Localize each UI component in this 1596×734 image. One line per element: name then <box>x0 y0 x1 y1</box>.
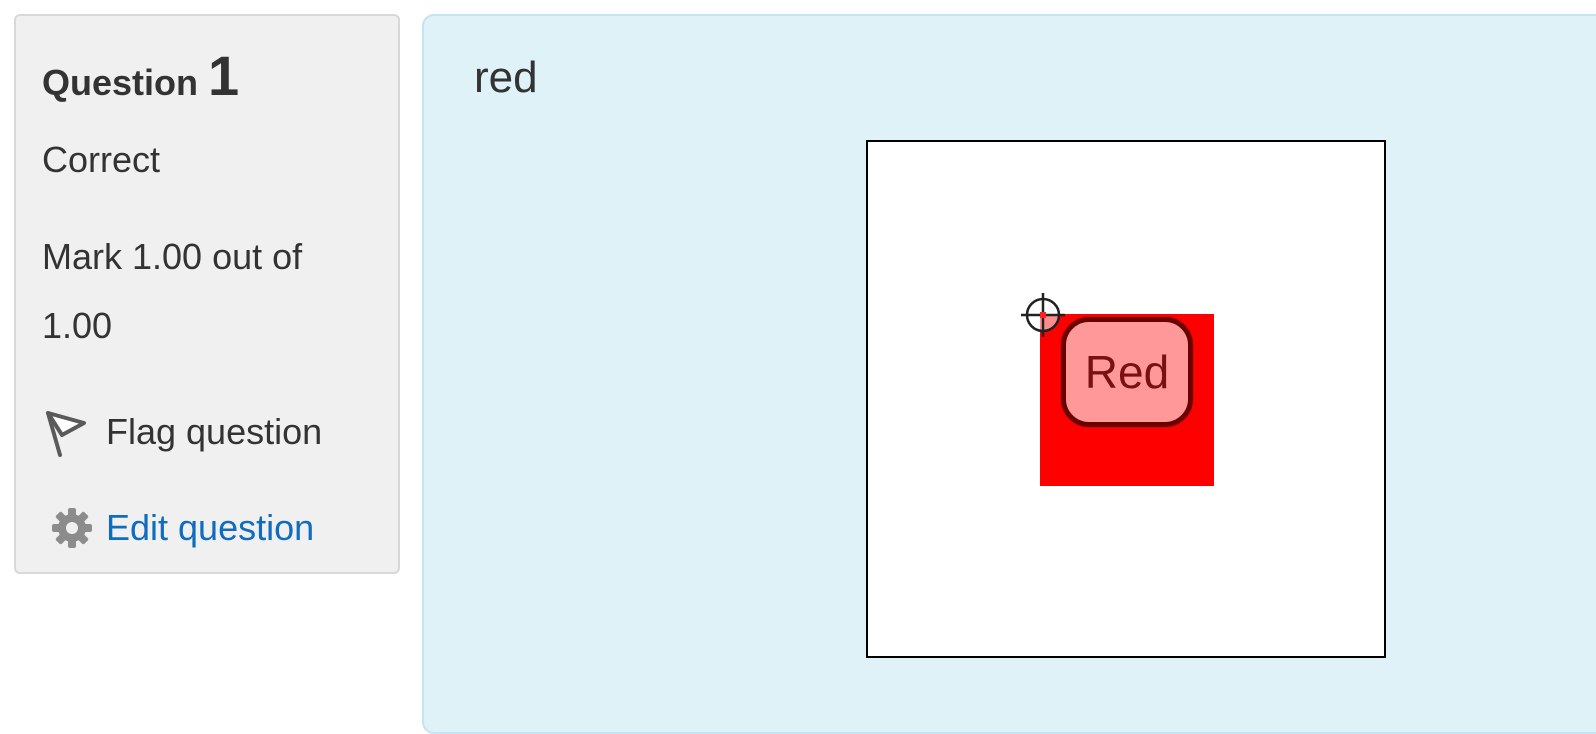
flag-question-toggle[interactable]: Flag question <box>42 402 322 462</box>
question-heading-word: Question <box>42 62 199 103</box>
drag-drop-area: Red <box>866 140 1386 658</box>
question-grade: Mark 1.00 out of 1.00 <box>42 236 303 346</box>
question-number: 1 <box>208 44 240 107</box>
edit-question-label: Edit question <box>106 507 315 548</box>
edit-question-link[interactable]: Edit question <box>50 498 314 558</box>
flag-question-label: Flag question <box>106 411 323 452</box>
gear-icon <box>50 506 94 550</box>
crosshair-icon[interactable] <box>1020 292 1066 338</box>
question-heading: Question 1 <box>42 48 239 104</box>
drag-item-red[interactable]: Red <box>1061 317 1193 427</box>
question-info-panel: Question 1 Correct Mark 1.00 out of 1.00… <box>14 14 400 574</box>
question-state: Correct <box>42 139 161 180</box>
question-formulation: red Red <box>422 14 1596 734</box>
question-text: red <box>474 53 538 102</box>
flag-icon <box>42 405 90 459</box>
